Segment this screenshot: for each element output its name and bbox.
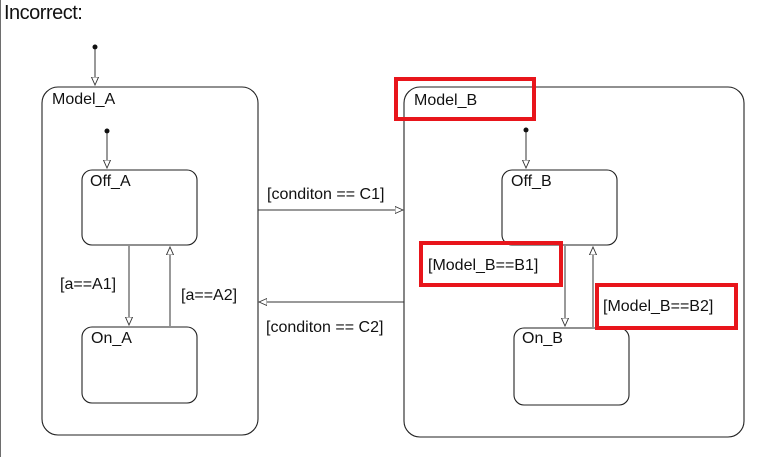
default-transition-off-a xyxy=(105,128,110,169)
state-on-a[interactable]: On_A xyxy=(81,326,198,404)
state-off-a[interactable]: Off_A xyxy=(81,169,198,246)
transition-b-off-to-on[interactable]: [Model_B==B1] xyxy=(428,246,565,326)
transition-b-on-to-off[interactable]: [Model_B==B2] xyxy=(593,247,713,327)
state-on-b-label: On_B xyxy=(522,330,563,347)
frame-border xyxy=(0,0,1,457)
state-off-b[interactable]: Off_B xyxy=(501,169,618,246)
transition-to-model-a[interactable]: [conditon == C2] xyxy=(259,302,404,336)
transition-a-off-to-on-label: [a==A1] xyxy=(60,276,116,293)
transition-a-on-to-off-label: [a==A2] xyxy=(181,287,237,304)
transition-to-model-a-label: [conditon == C2] xyxy=(266,319,383,336)
transition-to-model-b-label: [conditon == C1] xyxy=(267,186,384,203)
state-model-b-label: Model_B xyxy=(414,92,477,109)
state-on-b[interactable]: On_B xyxy=(513,327,630,406)
state-off-a-label: Off_A xyxy=(90,173,131,190)
state-model-a-label: Model_A xyxy=(52,91,115,108)
default-transition-model-a xyxy=(93,44,98,86)
highlight-b1-condition xyxy=(419,241,563,287)
highlight-model-b xyxy=(394,77,536,121)
state-off-b-label: Off_B xyxy=(511,173,552,190)
transition-a-on-to-off[interactable]: [a==A2] xyxy=(170,247,237,326)
transition-a-off-to-on[interactable]: [a==A1] xyxy=(60,246,129,325)
transition-b-on-to-off-label: [Model_B==B2] xyxy=(603,298,713,315)
highlight-b2-condition xyxy=(595,283,738,330)
transition-to-model-b[interactable]: [conditon == C1] xyxy=(258,186,403,210)
state-model-b[interactable]: Model_B xyxy=(403,86,745,438)
state-on-a-label: On_A xyxy=(91,330,132,347)
default-transition-off-b xyxy=(524,127,529,169)
transition-b-off-to-on-label: [Model_B==B1] xyxy=(428,257,538,274)
diagram-heading: Incorrect: xyxy=(4,2,83,24)
